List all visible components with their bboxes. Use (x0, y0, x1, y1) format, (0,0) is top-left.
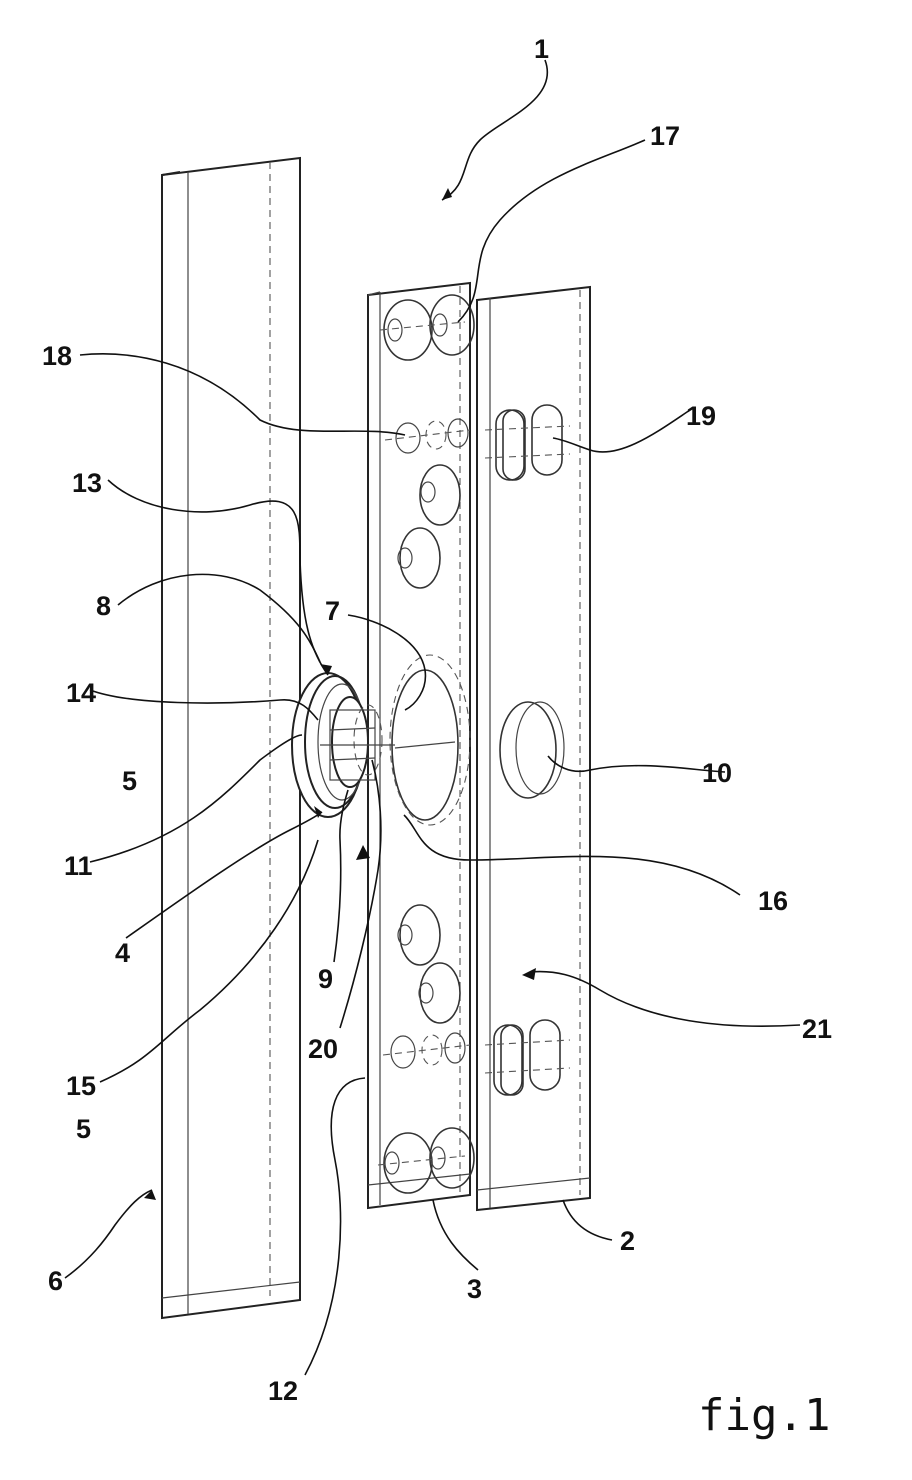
label-21: 21 (802, 1014, 832, 1044)
label-1: 1 (534, 34, 549, 64)
label-11: 11 (64, 851, 93, 881)
label-5b: 5 (76, 1114, 91, 1144)
label-16: 16 (758, 886, 788, 916)
label-14: 14 (66, 678, 96, 708)
label-10: 10 (702, 758, 732, 788)
left-strip (162, 158, 300, 1318)
label-7: 7 (325, 596, 340, 626)
label-13: 13 (72, 468, 102, 498)
label-12: 12 (268, 1376, 298, 1406)
label-9: 9 (318, 964, 333, 994)
label-20: 20 (308, 1034, 338, 1064)
label-15: 15 (66, 1071, 96, 1101)
label-17: 17 (650, 121, 680, 151)
label-8: 8 (96, 591, 111, 621)
label-2: 2 (620, 1226, 635, 1256)
label-19: 19 (686, 401, 716, 431)
label-6: 6 (48, 1266, 63, 1296)
label-4: 4 (115, 938, 130, 968)
label-18: 18 (42, 341, 72, 371)
label-3: 3 (467, 1274, 482, 1304)
label-5a: 5 (122, 766, 137, 796)
figure-caption: fig.1 (698, 1390, 830, 1441)
